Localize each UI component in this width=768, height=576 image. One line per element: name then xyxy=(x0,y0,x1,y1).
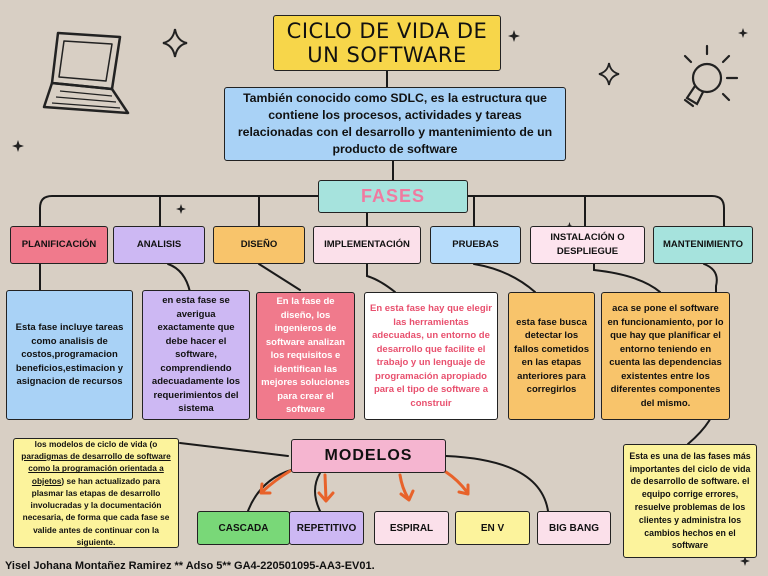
model-cascada: CASCADA xyxy=(197,511,290,545)
phase-diseno: DISEÑO xyxy=(213,226,305,264)
models-header: MODELOS xyxy=(291,439,446,473)
laptop-icon xyxy=(42,31,130,115)
author-footer: Yisel Johana Montañez Ramirez ** Adso 5*… xyxy=(5,560,375,572)
phases-header: FASES xyxy=(318,180,468,213)
models-note: los modelos de ciclo de vida (o paradigm… xyxy=(13,438,179,548)
phase-pruebas: PRUEBAS xyxy=(430,226,521,264)
phase-mantenimiento: MANTENIMIENTO xyxy=(653,226,753,264)
sparkle-icon xyxy=(740,556,750,566)
phase-analisis: ANALISIS xyxy=(113,226,205,264)
model-espiral: ESPIRAL xyxy=(374,511,449,545)
phase-description-planificacion: Esta fase incluye tareas como analisis d… xyxy=(6,290,133,420)
model-big-bang: BIG BANG xyxy=(537,511,611,545)
model-en-v: EN V xyxy=(455,511,530,545)
phase-description-diseno: En la fase de diseño, los ingenieros de … xyxy=(256,292,355,420)
sparkle-icon xyxy=(12,140,24,152)
sparkle-icon xyxy=(176,204,186,214)
phase-description-instalacion: aca se pone el software en funcionamient… xyxy=(601,292,730,420)
models-note-text: los modelos de ciclo de vida (o paradigm… xyxy=(21,438,171,548)
phase-description-analisis: en esta fase se averigua exactamente que… xyxy=(142,290,250,420)
sparkle-icon xyxy=(162,28,188,58)
sparkle-icon xyxy=(738,28,748,38)
page-title: CICLO DE VIDA DE UN SOFTWARE xyxy=(273,15,501,71)
phase-planificacion: PLANIFICACIÓN xyxy=(10,226,108,264)
lightbulb-icon xyxy=(683,44,739,108)
model-repetitivo: REPETITIVO xyxy=(289,511,364,545)
phase-description-implementacion: En esta fase hay que elegir las herramie… xyxy=(364,292,498,420)
sparkle-icon xyxy=(508,30,520,42)
phase-description-pruebas: esta fase busca detectar los fallos come… xyxy=(508,292,595,420)
phase-instalacion: INSTALACIÓN O DESPLIEGUE xyxy=(530,226,645,264)
sparkle-icon xyxy=(598,62,620,86)
definition-box: También conocido como SDLC, es la estruc… xyxy=(224,87,566,161)
phase-description-mantenimiento: Esta es una de las fases más importantes… xyxy=(623,444,757,558)
phase-implementacion: IMPLEMENTACIÓN xyxy=(313,226,421,264)
